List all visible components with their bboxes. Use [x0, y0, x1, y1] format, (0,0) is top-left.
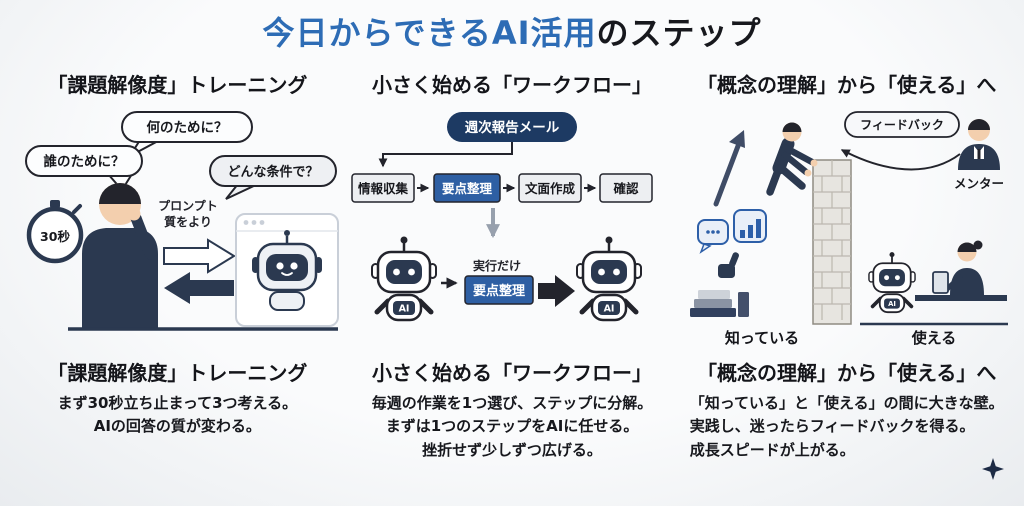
speech-bubble-right: どんな条件で？ — [209, 155, 338, 200]
task-connector-arrow — [378, 142, 513, 168]
training-top-heading: 「課題解像度」トレーニング — [47, 73, 308, 97]
step-1: 情報収集 — [358, 181, 409, 196]
bubble-what-conditions: どんな条件で？ — [228, 164, 319, 180]
prompt-note-line2: 質をより — [164, 214, 212, 229]
brick-wall — [811, 159, 852, 325]
chart-icon — [732, 209, 767, 243]
workflow-top-heading: 小さく始める「ワークフロー」 — [372, 73, 652, 97]
column-concept-to-use: 「概念の理解」から「使える」へ — [679, 55, 1014, 462]
delegated-step-label: 要点整理 — [473, 283, 525, 299]
concept-description: 「知っている」と「使える」の間に大きな壁。実践し、迷ったらフィードバックを得る。… — [689, 394, 1004, 459]
training-description: まず30秒立ち止まって3つ考える。AIの回答の質が変わる。 — [57, 394, 298, 436]
wall-left-label: 知っている — [725, 329, 799, 347]
page-title-rest: のステップ — [596, 14, 762, 52]
ai-chat-window — [235, 213, 340, 327]
thumbs-up-icon — [717, 252, 739, 278]
bubble-for-whom: 誰のために？ — [44, 153, 125, 170]
delegated-note: 実行だけ — [473, 258, 521, 273]
training-bottom-heading: 「課題解像度」トレーニング — [47, 361, 308, 385]
concept-top-heading: 「概念の理解」から「使える」へ — [696, 73, 997, 97]
books-icon — [689, 290, 749, 317]
climbing-person — [765, 122, 818, 196]
concept-bottom-heading: 「概念の理解」から「使える」へ — [696, 361, 997, 385]
column-training: 「課題解像度」トレーニング 何のために？ 誰のために？ どんな条件で？ — [10, 55, 345, 462]
prompt-note: プロンプト 質をより — [159, 198, 219, 229]
column-workflow: 小さく始める「ワークフロー」 週次報告メール 情報収集 要点整理 — [345, 55, 680, 462]
logo-mark — [982, 458, 1004, 480]
page-title-highlight: 今日からできるAI活用 — [262, 14, 597, 52]
concept-illustration: フィードバック メンター — [689, 111, 1008, 347]
stopwatch-label: 30秒 — [40, 229, 70, 244]
task-label: 週次報告メール — [465, 119, 560, 136]
speech-bubble-top: 何のために？ — [121, 111, 254, 159]
window-robot-icon — [252, 230, 323, 311]
woman-at-desk — [914, 240, 1007, 301]
arrow-left-solid — [164, 272, 235, 304]
task-box: 週次報告メール — [447, 112, 577, 142]
speech-bubble-left: 誰のために？ — [25, 145, 144, 192]
feedback-label: フィードバック — [843, 111, 960, 138]
growth-arrow-icon — [713, 130, 745, 207]
feedback-arrow — [840, 149, 961, 171]
workflow-description: 毎週の作業を1つ選び、ステップに分解。まずは1つのステップをAIに任せる。挫折せ… — [371, 394, 653, 459]
delegated-step-box: 要点整理 — [464, 275, 534, 305]
mentor-label: メンター — [954, 176, 1004, 191]
workflow-bottom-heading: 小さく始める「ワークフロー」 — [372, 361, 652, 385]
arrow-right-outline — [163, 238, 237, 274]
mentor-figure — [957, 119, 1000, 170]
step-4: 確認 — [613, 181, 639, 196]
page-title: 今日からできるAI活用のステップ — [0, 0, 1024, 53]
stopwatch-icon: 30秒 — [27, 200, 84, 264]
columns-container: 「課題解像度」トレーニング 何のために？ 誰のために？ どんな条件で？ — [0, 55, 1024, 462]
feedback-text: フィードバック — [860, 118, 944, 132]
wall-right-label: 使える — [910, 329, 956, 347]
workflow-steps: 情報収集 要点整理 文面作成 確認 — [351, 173, 653, 203]
chat-icon — [696, 219, 729, 254]
step-3: 文面作成 — [525, 181, 576, 196]
workflow-illustration: 週次報告メール 情報収集 要点整理 文面作成 確認 — [351, 112, 653, 347]
thick-arrow-right — [538, 275, 575, 307]
training-illustration: 何のために？ 誰のために？ どんな条件で？ 30秒 — [25, 111, 340, 331]
bubble-what-for: 何のために？ — [147, 119, 228, 136]
thinking-person — [82, 183, 159, 328]
step-2-highlighted: 要点整理 — [442, 181, 493, 196]
prompt-note-line1: プロンプト — [159, 198, 219, 213]
